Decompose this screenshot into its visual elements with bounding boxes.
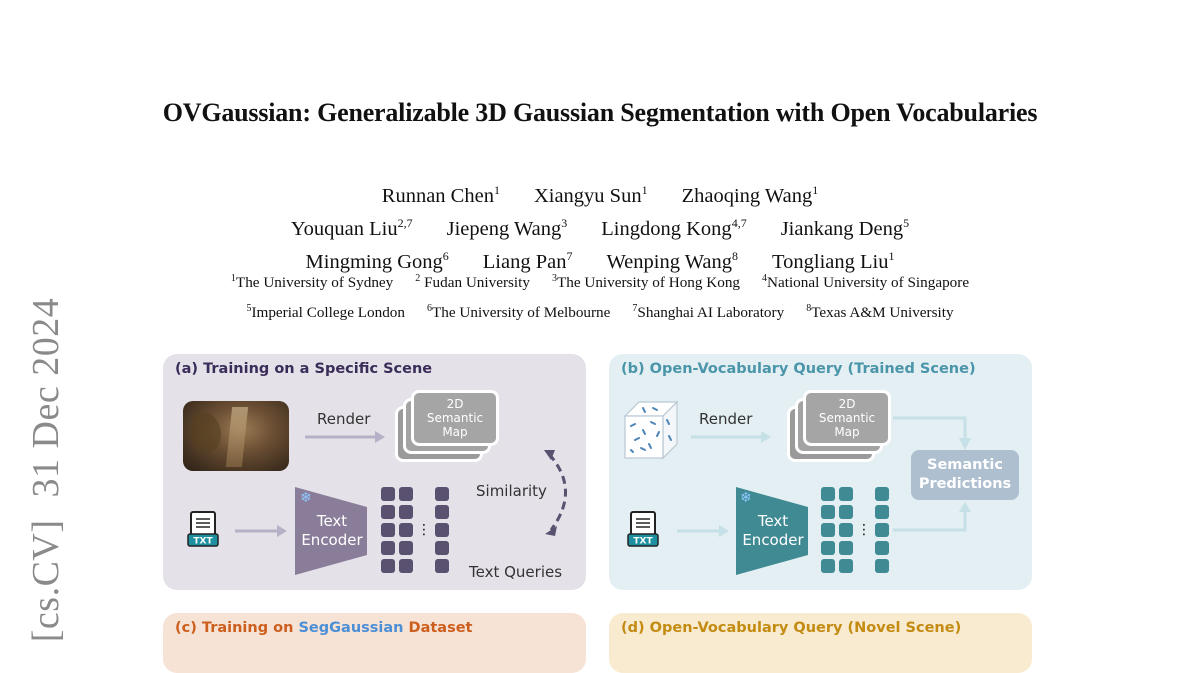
semantic-map-card: 2D Semantic Map <box>411 390 499 446</box>
render-arrow <box>305 431 385 443</box>
affiliation: 7Shanghai AI Laboratory <box>632 303 785 322</box>
figure-panel-b: (b) Open-Vocabulary Query (Trained Scene… <box>609 354 1032 590</box>
text-encoder <box>295 487 367 575</box>
query-embeddings: ⋮ <box>381 487 467 573</box>
author: Liang Pan7 <box>482 248 573 273</box>
render-label: Render <box>699 410 753 428</box>
author: Zhaoqing Wang1 <box>681 183 819 207</box>
panel-c-title: (c) Training on SegGaussian Dataset <box>175 620 473 636</box>
txt-file-icon: TXT <box>627 511 659 547</box>
affiliation-row: 1The University of Sydney 2 Fudan Univer… <box>0 266 1200 296</box>
affiliation-row: 5Imperial College London 6The University… <box>0 296 1200 326</box>
author: Tongliang Liu1 <box>772 248 895 273</box>
figure-panel-a: (a) Training on a Specific Scene Render … <box>163 354 586 590</box>
input-arrow <box>677 525 729 537</box>
frozen-icon: ❄ <box>300 490 312 506</box>
figure-panel-d: (d) Open-Vocabulary Query (Novel Scene) <box>609 613 1032 673</box>
arxiv-identifier: [cs.CV] 31 Dec 2024 <box>24 298 68 642</box>
author: Xiangyu Sun1 <box>533 183 648 207</box>
txt-file-icon: TXT <box>187 511 219 547</box>
author: Runnan Chen1 <box>381 183 500 207</box>
affiliation: 6The University of Melbourne <box>426 303 611 322</box>
query-embeddings: ⋮ <box>821 487 907 573</box>
svg-text:TXT: TXT <box>633 537 653 547</box>
affiliation: 8Texas A&M University <box>806 303 954 322</box>
paper-title: OVGaussian: Generalizable 3D Gaussian Se… <box>162 98 1038 127</box>
author: Jiankang Deng5 <box>780 215 910 240</box>
render-arrow <box>691 431 771 443</box>
affiliation: 5Imperial College London <box>246 303 405 322</box>
render-label: Render <box>317 410 371 428</box>
panel-d-title: (d) Open-Vocabulary Query (Novel Scene) <box>621 620 962 636</box>
affiliation-list: 1The University of Sydney 2 Fudan Univer… <box>0 266 1200 326</box>
author-list: Runnan Chen1 Xiangyu Sun1 Zhaoqing Wang1… <box>0 177 1200 275</box>
text-encoder-label: Text Encoder <box>742 512 804 549</box>
affiliation: 3The University of Hong Kong <box>551 273 741 292</box>
similarity-arrow <box>544 450 567 536</box>
text-encoder <box>736 487 808 575</box>
gaussian-cube-icon <box>623 400 679 460</box>
scene-image <box>183 401 289 471</box>
input-arrow <box>235 525 287 537</box>
panel-b-title: (b) Open-Vocabulary Query (Trained Scene… <box>621 361 976 377</box>
author: Mingming Gong6 <box>305 248 449 273</box>
text-encoder-label: Text Encoder <box>301 512 363 549</box>
panel-a-title: (a) Training on a Specific Scene <box>175 361 433 377</box>
semantic-map-card: 2D Semantic Map <box>803 390 891 446</box>
map-to-prediction-arrow <box>893 416 971 450</box>
affiliation: 2 Fudan University <box>415 273 530 292</box>
author: Lingdong Kong4,7 <box>601 215 747 240</box>
semantic-predictions-box: Semantic Predictions <box>911 450 1019 500</box>
queries-to-prediction-arrow <box>893 502 971 532</box>
similarity-label: Similarity <box>476 482 547 500</box>
author-row: Mingming Gong6 Liang Pan7 Wenping Wang8 … <box>0 243 1200 276</box>
author: Jiepeng Wang3 <box>446 215 568 240</box>
frozen-icon: ❄ <box>740 490 752 506</box>
text-queries-label: Text Queries <box>469 563 563 581</box>
author: Youquan Liu2,7 <box>290 215 413 240</box>
figure-panel-c: (c) Training on SegGaussian Dataset <box>163 613 586 673</box>
arxiv-date: 31 Dec 2024 <box>25 297 67 498</box>
affiliation: 4National University of Singapore <box>762 273 970 292</box>
arxiv-category: [cs.CV] <box>25 519 67 643</box>
author-row: Youquan Liu2,7 Jiepeng Wang3 Lingdong Ko… <box>0 210 1200 243</box>
author: Wenping Wang8 <box>606 248 739 273</box>
svg-text:TXT: TXT <box>193 537 213 547</box>
affiliation: 1The University of Sydney <box>230 273 394 292</box>
author-row: Runnan Chen1 Xiangyu Sun1 Zhaoqing Wang1 <box>0 177 1200 210</box>
